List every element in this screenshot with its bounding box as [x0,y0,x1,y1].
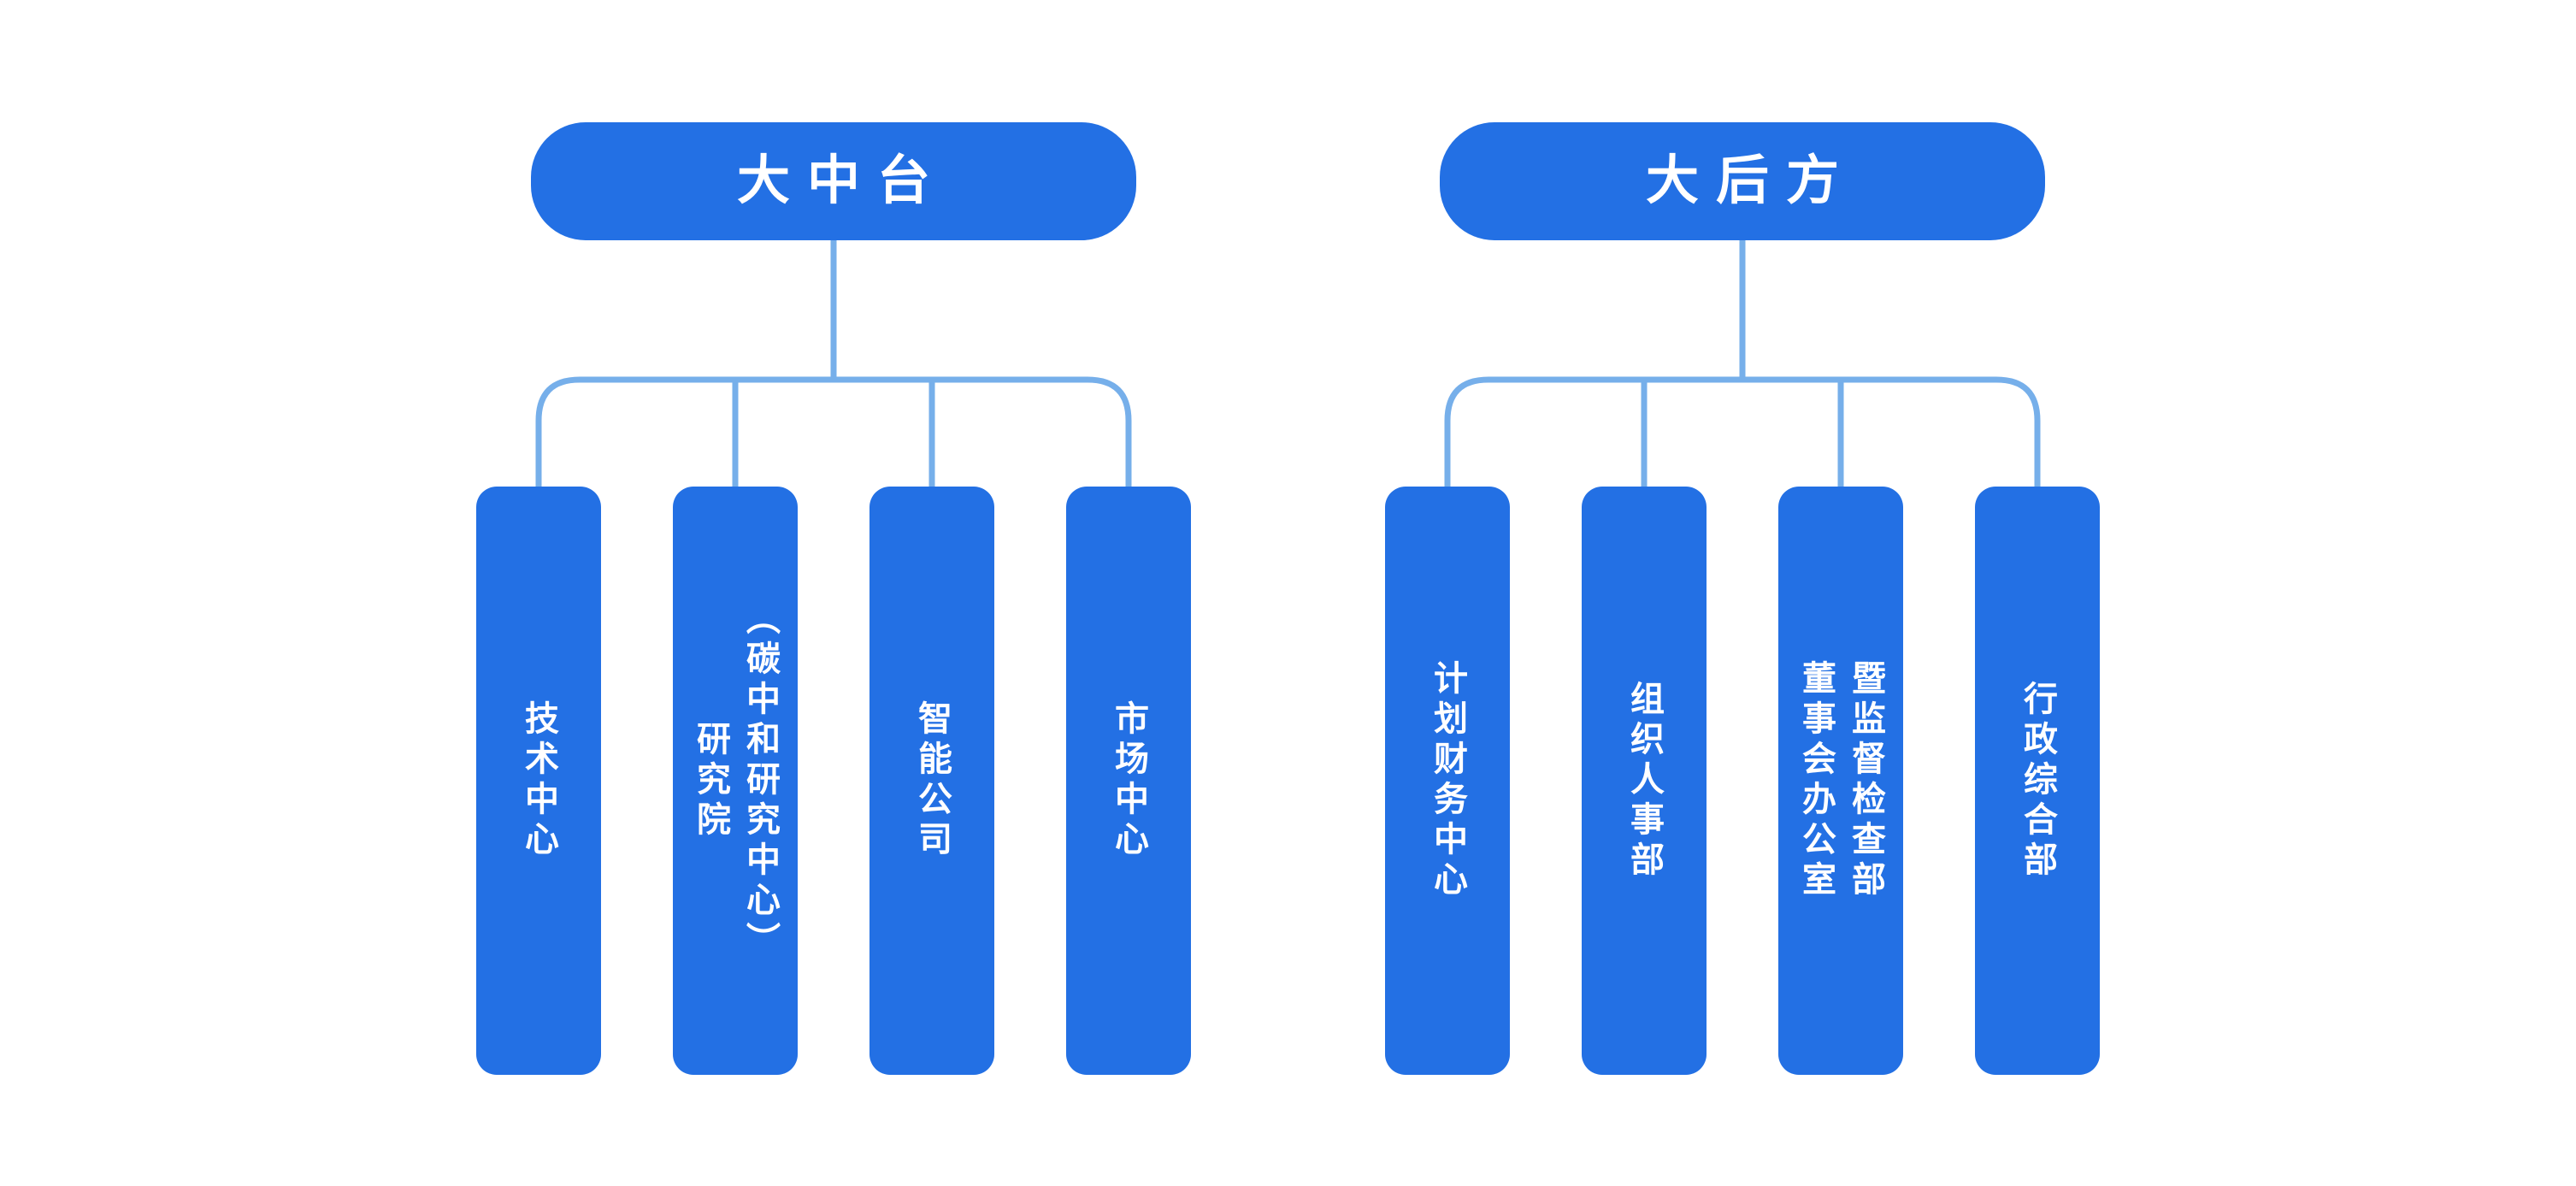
child-node-label: 董事会办公室 暨监督检查部 [1797,660,1884,901]
child-node-research-institute[interactable]: 研究院 （碳中和研究中心） [673,487,798,1075]
root-node-label: 大中台 [736,151,947,210]
child-node-tech-center[interactable]: 技术中心 [476,487,601,1075]
child-node-market-center[interactable]: 市场中心 [1066,487,1191,1075]
connector-rail-left [535,376,1132,489]
child-node-intelligence-company[interactable]: 智能公司 [869,487,994,1075]
child-node-label: 智能公司 [913,700,951,861]
child-node-label: 组织人事部 [1625,680,1663,882]
child-node-board-office-supervision-dept[interactable]: 董事会办公室 暨监督检查部 [1778,487,1903,1075]
child-node-label: 市场中心 [1110,700,1147,861]
connector-rail-right [1444,376,2041,489]
child-node-label: 研究院 （碳中和研究中心） [692,599,779,962]
child-node-organization-personnel-dept[interactable]: 组织人事部 [1582,487,1707,1075]
child-node-label: 计划财务中心 [1429,660,1466,901]
child-node-label: 技术中心 [520,700,557,861]
root-node-big-rear[interactable]: 大后方 [1440,122,2045,240]
child-node-admin-general-dept[interactable]: 行政综合部 [1975,487,2100,1075]
root-node-big-middle-platform[interactable]: 大中台 [531,122,1136,240]
root-node-label: 大后方 [1645,151,1856,210]
child-node-planning-finance-center[interactable]: 计划财务中心 [1385,487,1510,1075]
child-node-label: 行政综合部 [2019,680,2056,882]
